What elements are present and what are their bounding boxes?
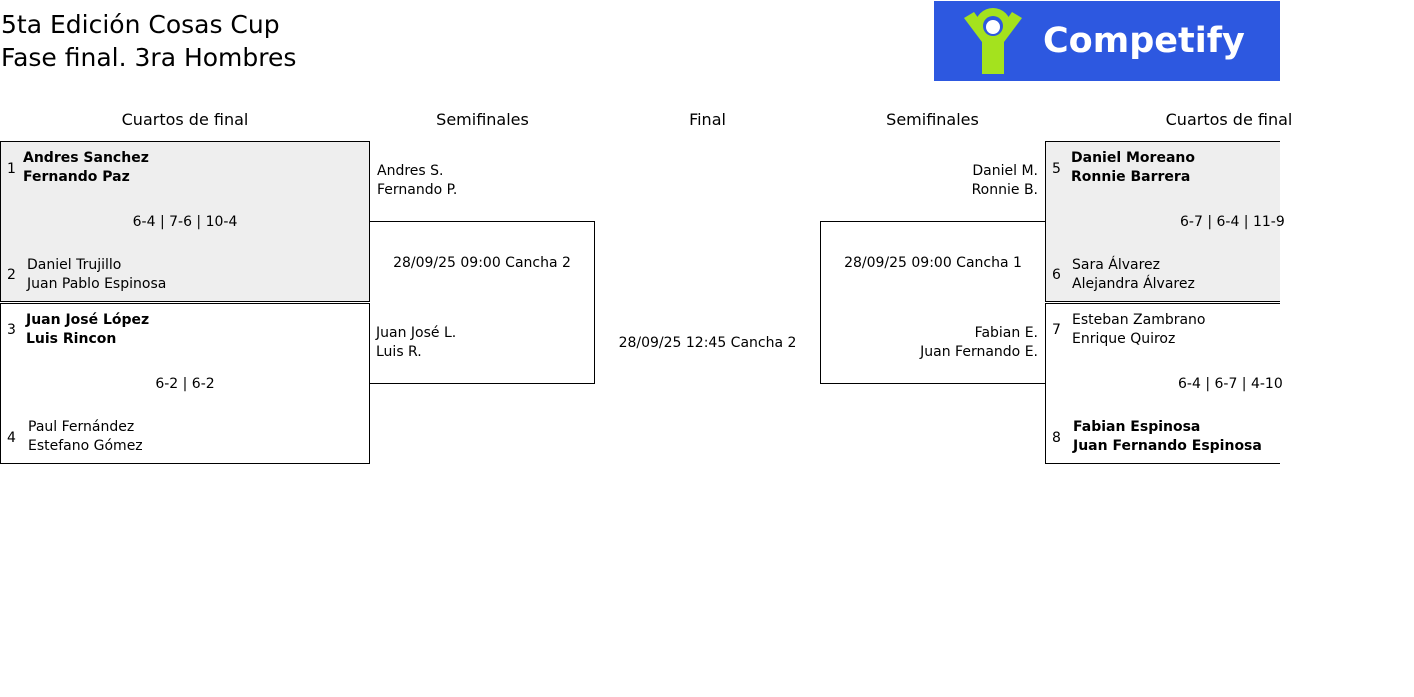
sf-team-player: Luis R.: [376, 344, 422, 360]
team-player: Juan Pablo Espinosa: [27, 276, 167, 292]
seed-number: 4: [7, 430, 16, 446]
team-player: Daniel Trujillo: [27, 257, 122, 273]
team-player: Alejandra Álvarez: [1072, 276, 1195, 292]
seed-number: 1: [7, 161, 16, 177]
round-header-sf-right: Semifinales: [886, 110, 979, 129]
sf-team-player: Daniel M.: [972, 163, 1038, 179]
team-player: Juan Fernando Espinosa: [1073, 438, 1262, 454]
seed-number: 3: [7, 322, 16, 338]
sf-match-left[interactable]: 28/09/25 09:00 Cancha 2 Juan José L. Lui…: [370, 221, 595, 384]
team-player: Fabian Espinosa: [1073, 419, 1201, 435]
seed-number: 7: [1052, 322, 1061, 338]
team-player: Juan José López: [26, 312, 150, 328]
team-player: Estefano Gómez: [28, 438, 143, 454]
team-player: Esteban Zambrano: [1072, 312, 1206, 328]
seed-number: 6: [1052, 267, 1061, 283]
competify-logo: Competify: [934, 1, 1280, 81]
person-logo-icon: [964, 8, 1022, 74]
team-player: Andres Sanchez: [23, 150, 149, 166]
team-player: Enrique Quiroz: [1072, 331, 1176, 347]
match-schedule: 28/09/25 09:00 Cancha 2: [393, 255, 571, 271]
logo-wordmark: Competify: [1043, 21, 1245, 61]
qf-match-4[interactable]: 7 Esteban Zambrano Enrique Quiroz 6-4 | …: [1045, 303, 1283, 464]
sf-team-player: Juan Fernando E.: [920, 344, 1038, 360]
round-header-final: Final: [689, 110, 726, 129]
sf-team-player: Fabian E.: [974, 325, 1038, 341]
sf-team-player: Andres S.: [377, 163, 444, 179]
match-schedule: 28/09/25 09:00 Cancha 1: [844, 255, 1022, 271]
qf-match-1[interactable]: 1 Andres Sanchez Fernando Paz 6-4 | 7-6 …: [0, 141, 370, 302]
match-score: 6-2 | 6-2: [155, 376, 215, 392]
qf-match-2[interactable]: 3 Juan José López Luis Rincon 6-2 | 6-2 …: [0, 303, 370, 464]
round-header-sf-left: Semifinales: [436, 110, 529, 129]
sf-team-player: Juan José L.: [376, 325, 457, 341]
sf-match-right[interactable]: 28/09/25 09:00 Cancha 1 Fabian E. Juan F…: [820, 221, 1045, 384]
sf-team-player: Ronnie B.: [971, 182, 1038, 198]
team-player: Ronnie Barrera: [1071, 169, 1191, 185]
team-player: Fernando Paz: [23, 169, 130, 185]
team-player: Sara Álvarez: [1072, 257, 1160, 273]
round-header-qf-right: Cuartos de final: [1165, 110, 1293, 129]
match-score: 6-4 | 7-6 | 10-4: [132, 214, 238, 230]
round-header-qf-left: Cuartos de final: [121, 110, 249, 129]
seed-number: 5: [1052, 161, 1061, 177]
team-player: Luis Rincon: [26, 331, 117, 347]
match-score: 6-7 | 6-4 | 11-9: [1180, 214, 1285, 230]
sf-team-player: Fernando P.: [377, 182, 458, 198]
team-player: Daniel Moreano: [1071, 150, 1195, 166]
seed-number: 2: [7, 267, 16, 283]
match-score: 6-4 | 6-7 | 4-10: [1178, 376, 1283, 392]
final-schedule: 28/09/25 12:45 Cancha 2: [618, 335, 797, 351]
qf-match-3[interactable]: 5 Daniel Moreano Ronnie Barrera 6-7 | 6-…: [1045, 141, 1285, 302]
phase-subtitle: Fase final. 3ra Hombres: [1, 43, 297, 72]
tournament-title: 5ta Edición Cosas Cup: [1, 10, 280, 39]
seed-number: 8: [1052, 430, 1061, 446]
team-player: Paul Fernández: [28, 419, 135, 435]
